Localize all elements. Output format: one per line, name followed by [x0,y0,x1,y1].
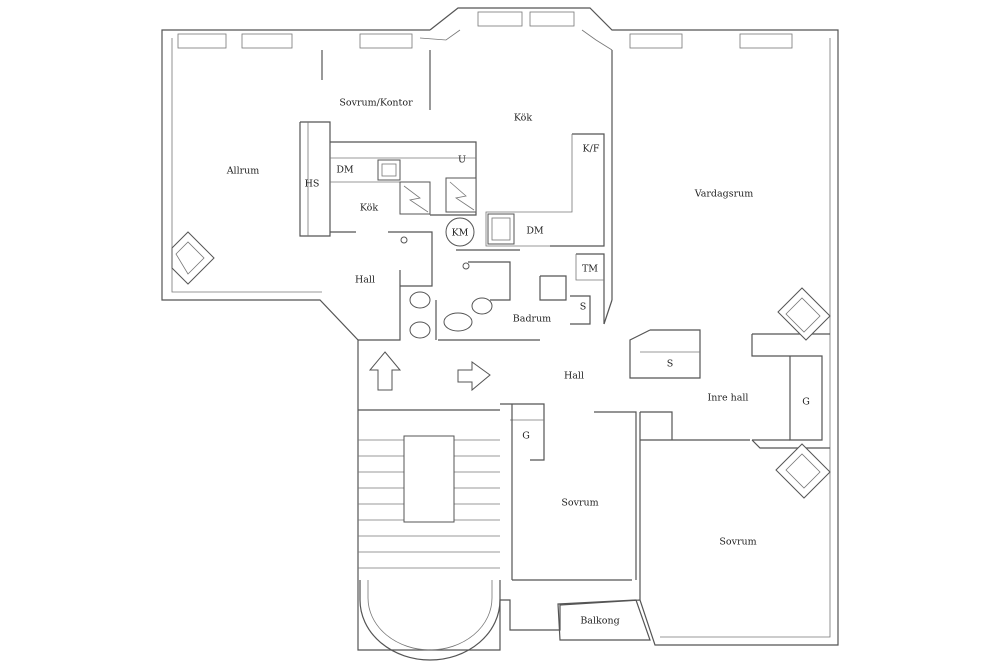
fixture-label-kf: K/F [582,143,600,155]
outer-walls [161,7,839,651]
sink-small-icon [377,159,401,181]
fixture-label-km: KM [451,227,469,239]
entry-arrows [368,351,491,392]
fixture-label-dm-small: DM [336,164,354,176]
room-label-kok-main: Kök [513,112,533,124]
balcony [557,599,651,641]
up-arrow-icon [368,351,402,391]
room-label-hall-left: Hall [354,274,376,286]
toilet-left-icon [409,291,431,309]
fixture-label-g-mid: G [522,430,530,442]
room-label-badrum: Badrum [512,313,552,325]
staircase [358,409,501,661]
stove-small-icon [399,181,431,215]
fixture-label-hs: HS [304,178,320,190]
interior-walls [299,50,830,600]
tiled-stoves [171,231,831,499]
basin-right-icon [471,297,493,315]
room-label-vardagsrum: Vardagsrum [694,188,754,200]
room-label-hall-center: Hall [563,370,585,382]
washing-machine-icon [445,217,475,247]
room-label-kok-small: Kök [359,202,379,214]
room-label-inre-hall: Inre hall [707,392,749,404]
basin-left-icon [409,321,431,339]
fixture-label-g-right: G [802,396,810,408]
toilet-right-icon [443,312,473,332]
stove-main-icon [445,177,477,213]
room-label-balkong: Balkong [580,615,620,627]
room-label-allrum: Allrum [226,165,260,177]
right-arrow-icon [457,361,491,392]
room-label-sovrum-kontor: Sovrum/Kontor [339,97,413,109]
fixture-label-s-small: S [579,301,587,313]
room-label-sovrum-mid: Sovrum [561,497,599,509]
fixtures [377,159,515,339]
fixture-label-dm-main: DM [526,225,544,237]
fixture-label-tm: TM [581,263,599,275]
window-recesses [177,11,793,49]
fixture-label-s-inre: S [666,358,674,370]
fixture-label-u: U [457,154,467,166]
room-label-sovrum-right: Sovrum [719,536,757,548]
